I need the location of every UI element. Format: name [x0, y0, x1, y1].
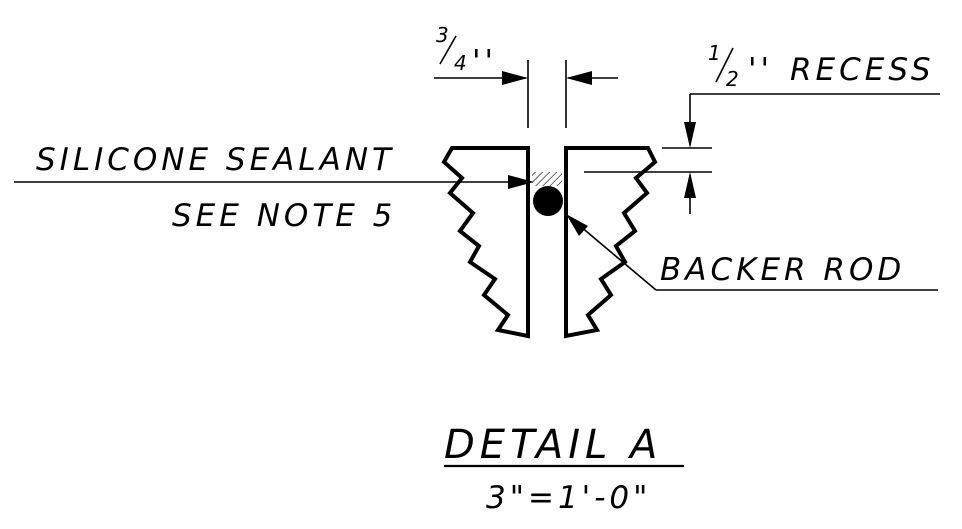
joint-width-numerator: 3	[436, 23, 449, 47]
sealant-label-line1: SILICONE SEALANT	[36, 142, 395, 178]
right-slab-outline	[564, 146, 658, 339]
recess-dimension: 1 2 '' RECESS	[584, 41, 940, 214]
silicone-sealant-hatch	[532, 172, 562, 186]
backer-rod-circle	[533, 186, 563, 216]
left-slab-outline	[441, 146, 530, 339]
sealant-label-line2: SEE NOTE 5	[172, 198, 396, 234]
joint-width-unit: ''	[472, 44, 497, 80]
recess-numerator: 1	[708, 41, 721, 65]
detail-title-block: DETAIL A 3"=1'-0"	[444, 422, 684, 516]
sealant-leader: SILICONE SEALANT SEE NOTE 5	[14, 142, 534, 234]
backer-rod-leader: BACKER ROD	[566, 214, 938, 291]
recess-unit: ''	[748, 52, 773, 88]
recess-label: RECESS	[790, 52, 935, 88]
detail-scale: 3"=1'-0"	[486, 480, 651, 516]
recess-denominator: 2	[726, 67, 739, 91]
backer-rod-label: BACKER ROD	[660, 252, 905, 288]
joint-width-dimension: 3 4 ''	[434, 23, 618, 128]
joint-width-denominator: 4	[454, 51, 467, 75]
detail-title: DETAIL A	[444, 422, 662, 468]
